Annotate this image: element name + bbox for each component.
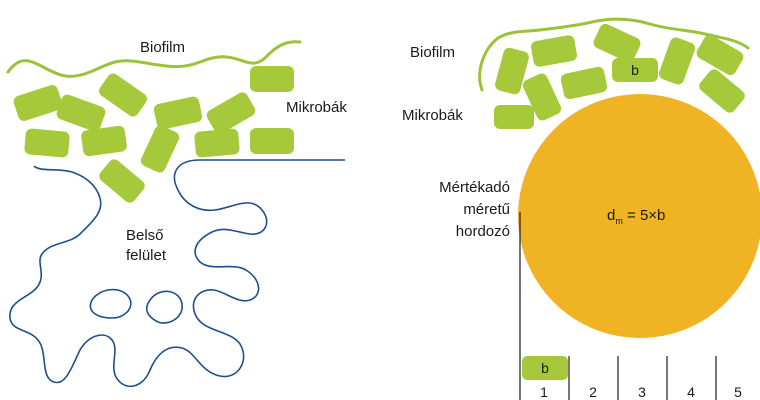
pore-branch [90, 290, 130, 318]
microbe [97, 157, 147, 205]
microbe [139, 124, 181, 175]
diameter-subscript: m [615, 216, 623, 226]
scale-number-5: 5 [734, 384, 742, 400]
microbe [80, 125, 127, 157]
microbe [657, 36, 696, 86]
carrier-label-2: méretű [463, 201, 510, 218]
microbe [250, 128, 294, 154]
left-panel: Biofilm Mikrobák Belső felület [8, 39, 347, 386]
inner-surface-label-2: felület [126, 247, 167, 264]
left-microbes-label: Mikrobák [286, 99, 347, 116]
pore-surface-outline [10, 160, 345, 386]
microbe-b-label: b [631, 62, 639, 78]
right-microbes-label: Mikrobák [402, 107, 463, 124]
scale-number-4: 4 [687, 384, 695, 400]
right-panel: b Biofilm Mikrobák Mértékadó méretű hord… [402, 19, 760, 400]
microbe [12, 84, 64, 123]
microbe [194, 128, 240, 158]
microbe [694, 33, 745, 78]
microbe [153, 96, 203, 131]
microbe [250, 66, 294, 92]
pore-branch [147, 291, 182, 323]
scale-number-3: 3 [638, 384, 646, 400]
carrier-label-3: hordozó [456, 223, 510, 240]
left-biofilm-label: Biofilm [140, 39, 185, 56]
microbe [697, 67, 747, 115]
microbe [24, 128, 70, 158]
microbe [592, 22, 643, 64]
microbe [560, 66, 608, 101]
scale-number-2: 2 [589, 384, 597, 400]
scale-cell-label: b [541, 360, 549, 376]
carrier-label-1: Mértékadó [439, 179, 510, 196]
diameter-equation: = 5×b [623, 207, 666, 224]
left-microbes [12, 66, 294, 205]
scale-number-1: 1 [540, 384, 548, 400]
inner-surface-label-1: Belső [126, 227, 164, 244]
diameter-symbol: d [607, 207, 615, 224]
right-biofilm-label: Biofilm [410, 44, 455, 61]
microbe [55, 93, 107, 133]
microbe [494, 105, 534, 129]
microbe [530, 34, 578, 67]
